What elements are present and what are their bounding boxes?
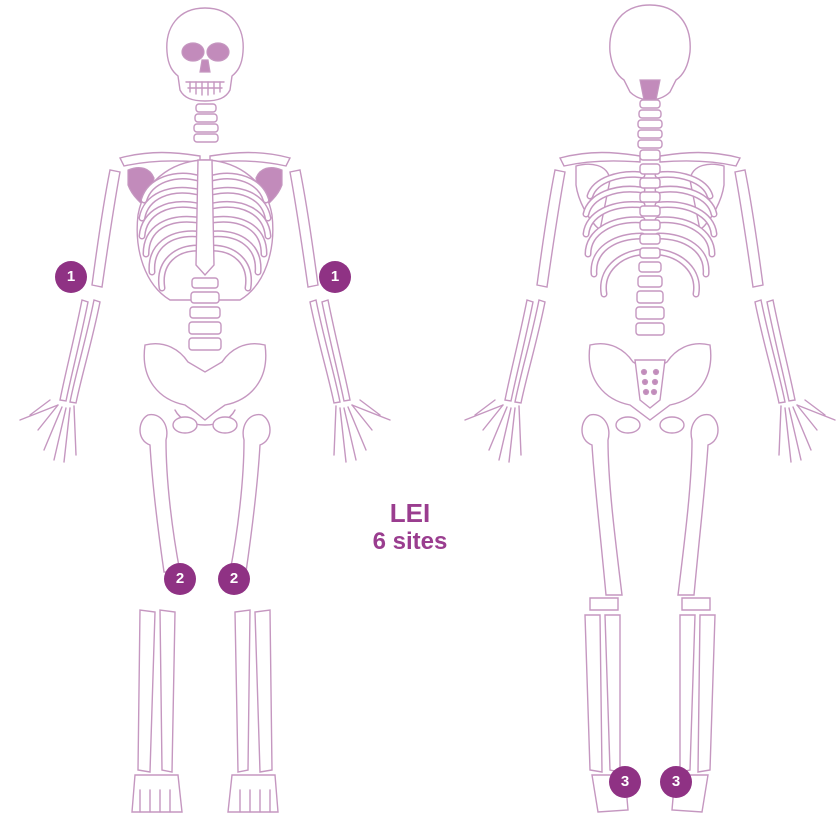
cervical-spine-anterior [194,104,218,142]
figure-subtitle: 6 sites [340,528,480,556]
site-marker-knee-right: 2 [164,563,196,595]
skull-anterior [167,8,243,101]
site-marker-elbow-right: 1 [55,261,87,293]
site-marker-ankle-right: 3 [660,766,692,798]
skeleton-posterior [465,5,835,812]
legs-anterior [132,415,278,812]
spine-posterior [638,100,662,148]
skull-posterior [610,5,690,100]
rib-cage-posterior [586,150,714,335]
figure-title: LEI [340,498,480,528]
pelvis-posterior [589,344,711,433]
figure-title-block: LEI 6 sites [340,498,480,556]
legs-posterior [582,415,718,812]
site-marker-elbow-left: 1 [319,261,351,293]
skeleton-anterior [20,8,390,812]
site-marker-ankle-left: 3 [609,766,641,798]
site-marker-knee-left: 2 [218,563,250,595]
